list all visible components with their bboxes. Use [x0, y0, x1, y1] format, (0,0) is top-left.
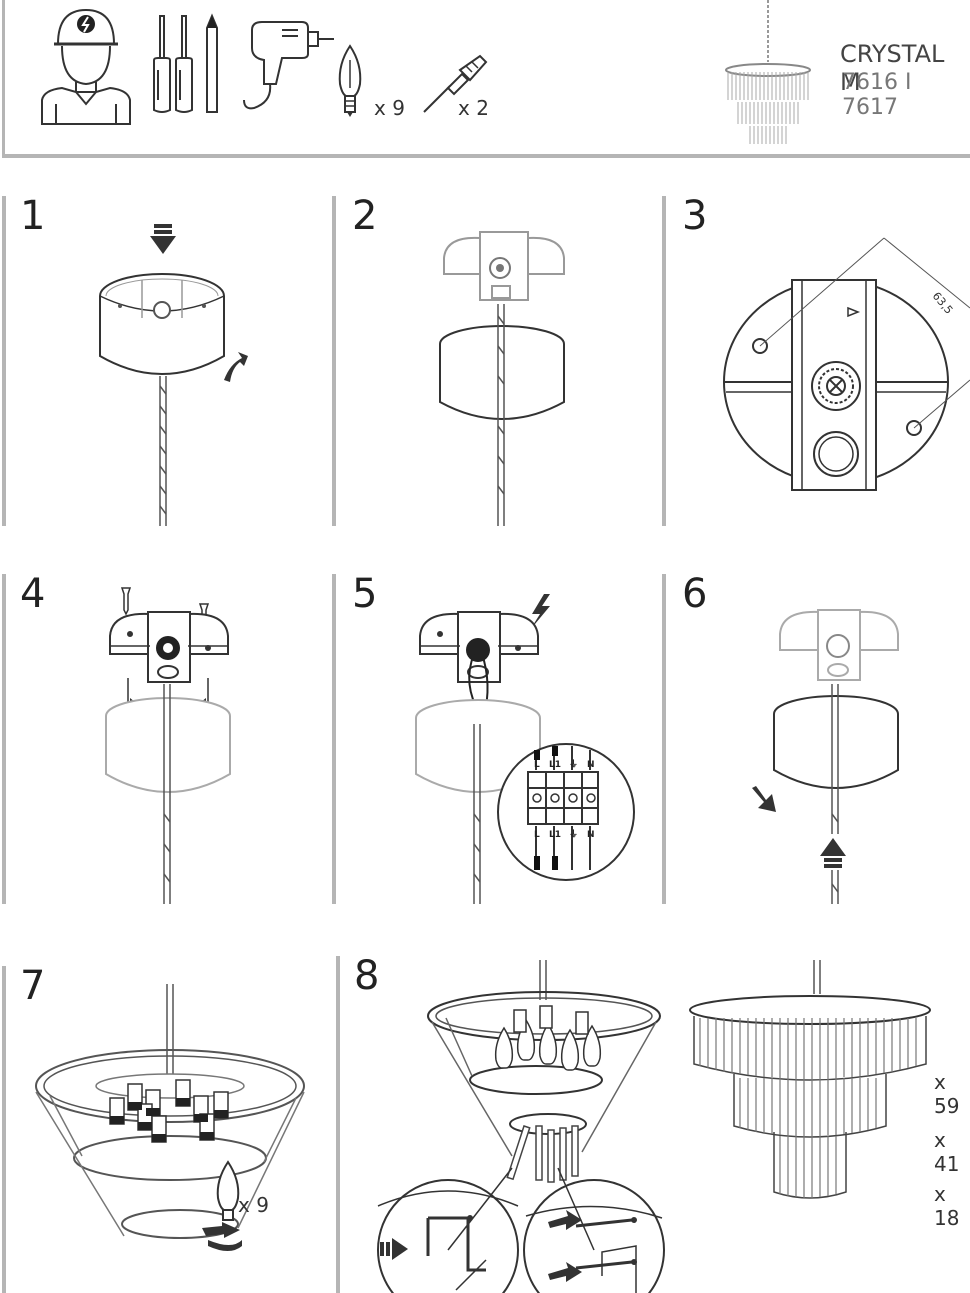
terminal-label-top-ground: ⏚ [569, 759, 578, 770]
crystal-count-tier-3: x 18 [934, 1182, 960, 1230]
step-3-dimension: 63,5 [930, 290, 956, 317]
step-divider [336, 956, 340, 1293]
step-5-panel: 5 [332, 574, 652, 904]
terminal-label-bottom-l: L [534, 830, 540, 840]
electricity-warning-icon [530, 594, 550, 630]
step-7-illustration: x 9 [35, 984, 305, 1251]
step-number: 4 [20, 571, 46, 617]
step-7-bulb-qty: x 9 [238, 1193, 269, 1217]
screw-quantity: x 2 [458, 96, 489, 120]
candle-bulb-icon [338, 44, 362, 117]
step-8-panel: 8 [336, 956, 970, 1293]
drill-icon [243, 21, 334, 110]
screw-dowel-icon [423, 54, 488, 113]
step-divider [662, 196, 666, 526]
step-divider [332, 574, 336, 904]
product-chandelier-icon [725, 0, 811, 144]
step-2-panel: 2 [332, 196, 652, 526]
step-number: 3 [682, 193, 708, 239]
step-7-panel: 7 x 9 [2, 966, 322, 1293]
step-number: 8 [354, 953, 380, 999]
crystal-count-tier-1: x 59 [934, 1070, 960, 1118]
terminal-label-bottom-ground: ⏚ [569, 829, 578, 840]
product-code: 7616 I 7617 [842, 70, 912, 120]
terminal-label-top-n: N [587, 760, 595, 770]
terminal-label-bottom-n: N [587, 830, 595, 840]
terminal-label-top-l1: L1 [549, 760, 561, 770]
step-6-panel: 6 [662, 574, 970, 904]
step-divider [662, 574, 666, 904]
header-tools-bar: x 9 x 2 CRYSTAL M 7616 I 7617 [0, 0, 970, 160]
step-8-illustration [377, 960, 931, 1293]
step-3-bracket-diagram: 63,5 [723, 237, 970, 491]
step-divider [2, 574, 6, 904]
step-1-illustration [99, 224, 248, 526]
header-left-border [2, 0, 5, 156]
step-number: 1 [20, 193, 46, 239]
step-divider [2, 196, 6, 526]
screwdriver-set-icon [153, 13, 218, 113]
step-divider [332, 196, 336, 526]
step-5-illustration: L L1 ⏚ N L L1 ⏚ N [415, 594, 635, 904]
step-3-panel: 3 63,5 [662, 196, 970, 526]
step-1-panel: 1 [2, 196, 322, 526]
step-4-panel: 4 [2, 574, 322, 904]
crystal-count-tier-2: x 41 [934, 1128, 960, 1176]
step-4-illustration [105, 587, 231, 904]
step-6-illustration [752, 609, 899, 904]
bulb-quantity: x 9 [374, 96, 405, 120]
terminal-label-bottom-l1: L1 [549, 830, 561, 840]
electrician-icon [41, 8, 131, 125]
step-divider [2, 966, 6, 1293]
step-number: 5 [352, 571, 378, 617]
step-number: 6 [682, 571, 708, 617]
step-number: 2 [352, 193, 378, 239]
product-name: CRYSTAL M [840, 40, 945, 96]
step-number: 7 [20, 963, 46, 1009]
step-2-illustration [439, 231, 565, 526]
terminal-label-top-l: L [534, 760, 540, 770]
header-bottom-border [2, 154, 970, 158]
